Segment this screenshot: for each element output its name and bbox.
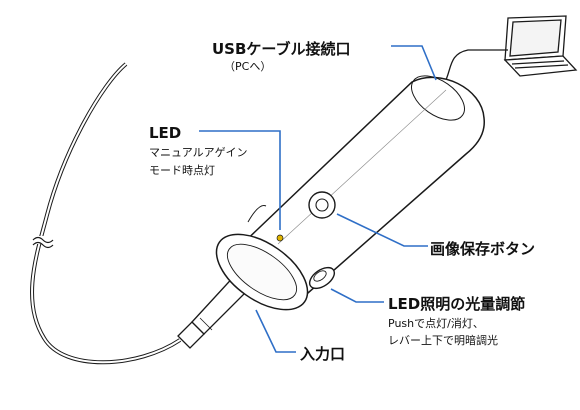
light-lever[interactable] bbox=[306, 263, 338, 292]
light-control-note-1: Pushで点灯/消灯、 bbox=[388, 317, 484, 330]
led-note-2: モード時点灯 bbox=[149, 164, 215, 177]
usb-cable bbox=[443, 49, 508, 85]
usb-port-label: USBケーブル接続口 bbox=[212, 40, 351, 58]
led-label: LED bbox=[149, 124, 182, 142]
capture-button-label: 画像保存ボタン bbox=[430, 240, 536, 258]
input-port-label: 入力口 bbox=[300, 345, 346, 363]
led-note-1: マニュアルアゲイン bbox=[149, 146, 248, 159]
usb-port-note: （PCへ） bbox=[224, 60, 272, 73]
light-control-note-2: レバー上下で明暗調光 bbox=[388, 334, 498, 347]
probe-cable bbox=[30, 62, 182, 365]
led-indicator bbox=[276, 234, 284, 242]
laptop-illustration bbox=[503, 15, 578, 77]
leader-lines bbox=[199, 45, 437, 353]
device-body bbox=[215, 75, 485, 311]
light-control-label: LED照明の光量調節 bbox=[388, 295, 526, 313]
capture-button[interactable] bbox=[308, 191, 336, 219]
